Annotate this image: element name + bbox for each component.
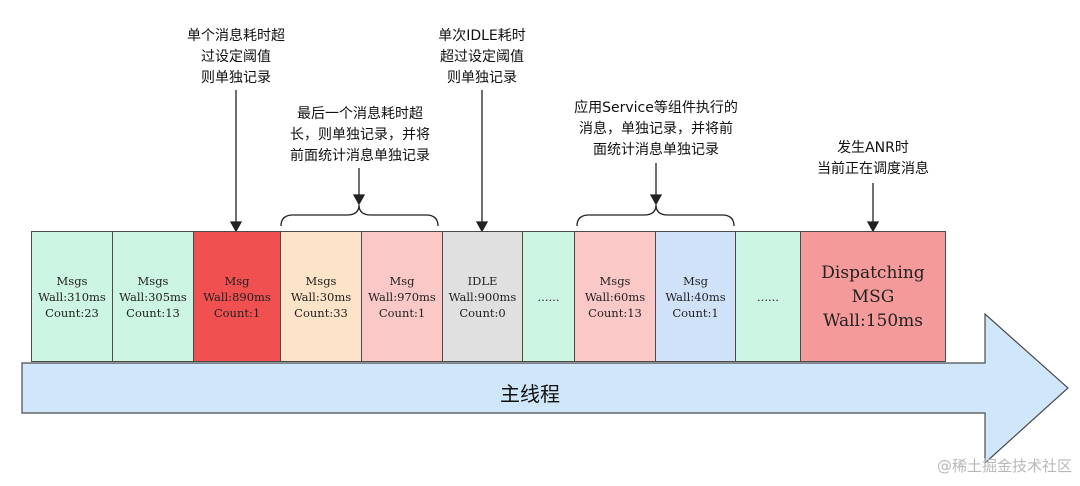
msg-box-2-line-3: Count:13	[126, 305, 180, 320]
msg-box-6-line-3: Count:0	[459, 305, 506, 320]
msg-box-7-line-1: ......	[537, 289, 560, 304]
annotation-last-message: 最后一个消息耗时超 长，则单独记录，并将 前面统计消息单独记录	[272, 104, 448, 167]
msg-box-4: Msgs Wall:30ms Count:33	[280, 231, 362, 362]
annotation-1-line-1: 单个消息耗时超	[187, 28, 285, 44]
annotation-single-message: 单个消息耗时超 过设定阈值 则单独记录	[166, 26, 306, 89]
annotation-3-line-3: 前面统计消息单独记录	[290, 148, 430, 164]
msg-box-4-line-2: Wall:30ms	[290, 289, 352, 304]
brace-service-message	[576, 204, 735, 227]
msg-box-6-line-2: Wall:900ms	[448, 289, 517, 304]
msg-box-9-line-1: Msg	[682, 273, 709, 288]
msg-box-2-line-2: Wall:305ms	[119, 289, 187, 304]
msg-box-2-line-1: Msgs	[137, 273, 169, 288]
main-thread-label: 主线程	[500, 382, 560, 406]
msg-box-10-line-1: ......	[757, 289, 779, 304]
msg-box-8: Msgs Wall:60ms Count:13	[574, 231, 656, 362]
annotation-5-line-1: 发生ANR时	[837, 140, 909, 156]
msg-box-1-line-3: Count:23	[45, 305, 99, 320]
annotation-2-line-3: 则单独记录	[447, 70, 517, 86]
annotation-1-line-3: 则单独记录	[201, 70, 271, 86]
msg-box-10: ......	[735, 231, 801, 362]
dispatching-line-2: MSG	[851, 286, 895, 307]
msg-box-2: Msgs Wall:305ms Count:13	[112, 231, 194, 362]
annotation-idle: 单次IDLE耗时 超过设定阈值 则单独记录	[412, 26, 552, 89]
arrow-head-msg-890	[229, 221, 243, 233]
arrow-head-brace-2	[649, 194, 663, 206]
annotation-2-line-2: 超过设定阈值	[440, 49, 524, 65]
msg-box-1: Msgs Wall:310ms Count:23	[31, 231, 113, 362]
msg-box-6: IDLE Wall:900ms Count:0	[442, 231, 523, 362]
arrow-head-idle	[475, 221, 489, 233]
msg-box-3: Msg Wall:890ms Count:1	[193, 231, 281, 362]
msg-box-8-line-3: Count:13	[588, 305, 642, 320]
annotation-1-line-2: 过设定阈值	[201, 49, 271, 65]
annotation-3-line-1: 最后一个消息耗时超	[297, 106, 423, 122]
brace-last-message	[280, 204, 439, 227]
arrow-head-dispatching	[866, 221, 880, 233]
msg-box-4-line-3: Count:33	[294, 305, 348, 320]
main-thread-arrow	[21, 312, 1069, 465]
msg-box-6-line-1: IDLE	[467, 273, 498, 288]
msg-box-4-line-1: Msgs	[305, 273, 337, 288]
msg-box-1-line-1: Msgs	[56, 273, 88, 288]
annotation-5-line-2: 当前正在调度消息	[817, 161, 929, 177]
annotation-4-line-3: 面统计消息单独记录	[593, 142, 719, 158]
dispatching-line-1: Dispatching	[821, 262, 925, 283]
annotation-anr: 发生ANR时 当前正在调度消息	[793, 138, 953, 180]
msg-box-8-line-2: Wall:60ms	[584, 289, 646, 304]
msg-box-5-line-2: Wall:970ms	[368, 289, 436, 304]
watermark: @稀土掘金技术社区	[936, 457, 1072, 475]
msg-box-9: Msg Wall:40ms Count:1	[655, 231, 736, 362]
annotation-3-line-2: 长，则单独记录，并将	[290, 127, 430, 143]
annotation-service-message: 应用Service等组件执行的 消息，单独记录，并将前 面统计消息单独记录	[548, 98, 764, 161]
arrow-head-brace-1	[352, 194, 366, 206]
annotation-4-line-1: 应用Service等组件执行的	[574, 100, 738, 116]
msg-box-7: ......	[522, 231, 575, 362]
msg-box-3-line-3: Count:1	[213, 305, 261, 320]
msg-box-9-line-2: Wall:40ms	[665, 289, 726, 304]
msg-box-5-line-1: Msg	[389, 273, 415, 288]
annotation-2-line-1: 单次IDLE耗时	[438, 28, 526, 44]
msg-box-9-line-3: Count:1	[672, 305, 719, 320]
annotation-4-line-2: 消息，单独记录，并将前	[579, 121, 733, 137]
msg-box-1-line-2: Wall:310ms	[38, 289, 106, 304]
msg-box-8-line-1: Msgs	[599, 273, 631, 288]
dispatching-msg-box: Dispatching MSG Wall:150ms	[800, 231, 946, 362]
msg-box-5-line-3: Count:1	[378, 305, 426, 320]
msg-box-3-line-1: Msg	[224, 273, 250, 288]
msg-box-3-line-2: Wall:890ms	[203, 289, 271, 304]
dispatching-line-3: Wall:150ms	[822, 310, 923, 331]
pointer-arrows	[229, 90, 880, 233]
msg-box-5: Msg Wall:970ms Count:1	[361, 231, 443, 362]
